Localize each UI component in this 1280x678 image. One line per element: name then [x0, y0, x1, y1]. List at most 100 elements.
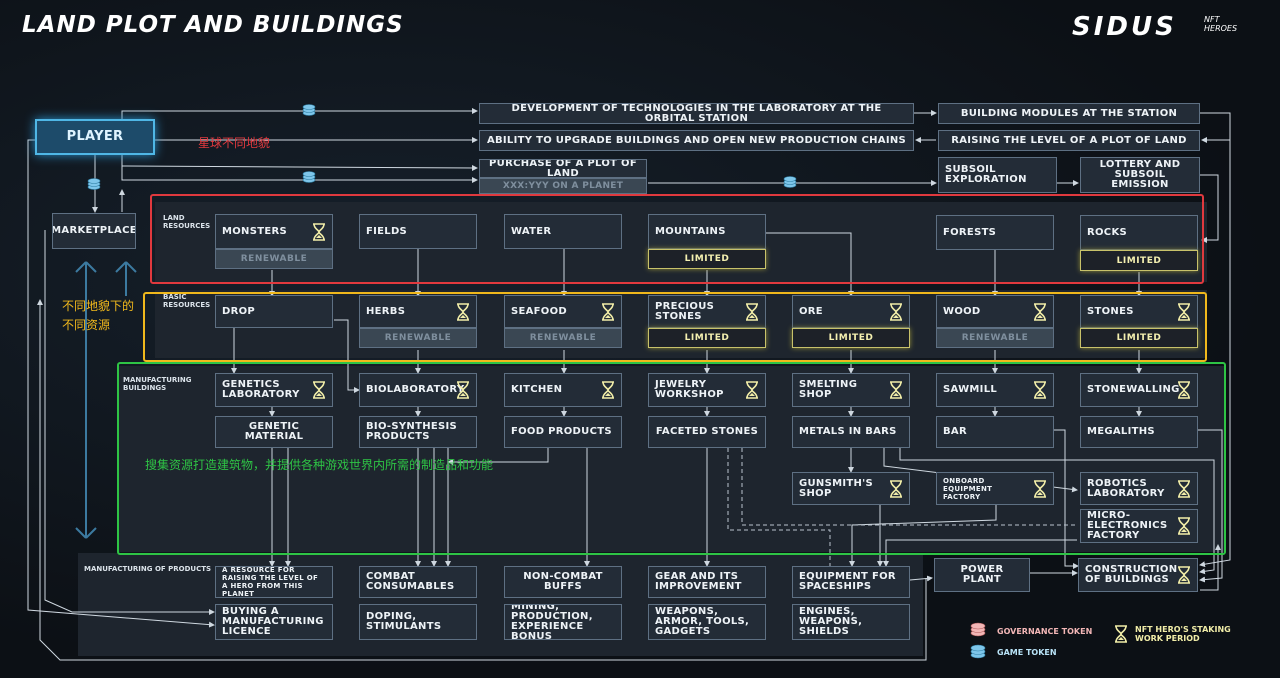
- land-mountains[interactable]: MOUNTAINS: [648, 214, 766, 249]
- output-bar[interactable]: BAR: [936, 416, 1054, 448]
- output-megaliths[interactable]: MEGALITHS: [1080, 416, 1198, 448]
- building-stonewalling[interactable]: STONEWALLING: [1080, 373, 1198, 407]
- construction-of-buildings[interactable]: CONSTRUCTION OF BUILDINGS: [1078, 558, 1198, 592]
- legend-game-token-icon: [970, 644, 986, 659]
- power-plant-box[interactable]: POWER PLANT: [934, 558, 1030, 592]
- building-biolaboratory[interactable]: BIOLABORATORY: [359, 373, 477, 407]
- legend-governance-token-icon: [970, 622, 986, 637]
- note-planet-terrain: 星球不同地貌: [198, 136, 271, 150]
- hourglass-icon: [313, 222, 325, 241]
- wood-renewable-tag: RENEWABLE: [936, 328, 1054, 348]
- note-terrain-resources-2: 不同资源: [62, 318, 111, 332]
- basic-stones[interactable]: STONES: [1080, 295, 1198, 328]
- manufacturing-buildings-label: MANUFACTURING BUILDINGS: [123, 376, 192, 392]
- hourglass-icon: [746, 302, 758, 321]
- hourglass-icon: [457, 302, 469, 321]
- output-metals-in-bars[interactable]: METALS IN BARS: [792, 416, 910, 448]
- subsoil-box[interactable]: SUBSOIL EXPLORATION: [938, 157, 1057, 193]
- building-gunsmiths-shop[interactable]: GUNSMITH'S SHOP: [792, 472, 910, 505]
- mountains-limited-tag: LIMITED: [648, 249, 766, 269]
- construction-label: CONSTRUCTION OF BUILDINGS: [1085, 564, 1178, 585]
- basic-seafood-label: SEAFOOD: [511, 305, 568, 317]
- onboard-factory-label: ONBOARD EQUIPMENT FACTORY: [943, 476, 993, 501]
- basic-stones-label: STONES: [1087, 305, 1134, 317]
- product-combat-consumables[interactable]: COMBAT CONSUMABLES: [359, 566, 477, 598]
- ore-limited-tag: LIMITED: [792, 328, 910, 348]
- hourglass-icon: [602, 302, 614, 321]
- legend-governance-token: GOVERNANCE TOKEN: [997, 627, 1093, 636]
- raising-box[interactable]: RAISING THE LEVEL OF A PLOT OF LAND: [938, 130, 1200, 151]
- basic-resources-panel: [143, 292, 1207, 362]
- game-token-icon: [302, 104, 316, 116]
- hourglass-icon: [746, 381, 758, 399]
- hourglass-icon: [1034, 302, 1046, 321]
- logo-subtitle: NFT HEROES: [1204, 15, 1237, 33]
- land-monsters[interactable]: MONSTERS: [215, 214, 333, 249]
- product-doping[interactable]: DOPING, STIMULANTS: [359, 604, 477, 640]
- basic-herbs[interactable]: HERBS: [359, 295, 477, 328]
- precious-limited-tag: LIMITED: [648, 328, 766, 348]
- building-modules-box[interactable]: BUILDING MODULES AT THE STATION: [938, 103, 1200, 124]
- building-microelectronics-factory[interactable]: MICRO-ELECTRONICS FACTORY: [1080, 509, 1198, 543]
- product-hero-resource[interactable]: A RESOURCE FOR RAISING THE LEVEL OF A HE…: [215, 566, 333, 598]
- hourglass-icon: [457, 381, 469, 399]
- stonewalling-label: STONEWALLING: [1087, 384, 1180, 395]
- hourglass-icon: [890, 302, 902, 321]
- hourglass-icon: [313, 381, 325, 399]
- land-water[interactable]: WATER: [504, 214, 622, 249]
- basic-herbs-label: HERBS: [366, 305, 406, 317]
- player-box[interactable]: PLAYER: [35, 119, 155, 155]
- building-jewelry-workshop[interactable]: JEWELRY WORKSHOP: [648, 373, 766, 407]
- basic-wood[interactable]: WOOD: [936, 295, 1054, 328]
- basic-precious-stones-label: PRECIOUS STONES: [655, 300, 715, 322]
- monsters-renewable-tag: RENEWABLE: [215, 249, 333, 269]
- robotics-lab-label: ROBOTICS LABORATORY: [1087, 477, 1165, 499]
- purchase-box[interactable]: PURCHASE OF A PLOT OF LAND: [479, 159, 647, 178]
- legend-hourglass-icon: [1115, 625, 1127, 643]
- building-onboard-equipment-factory[interactable]: ONBOARD EQUIPMENT FACTORY: [936, 472, 1054, 505]
- genetics-lab-label: GENETICS LABORATORY: [222, 379, 300, 400]
- land-rocks[interactable]: ROCKS: [1080, 215, 1198, 250]
- page-title: LAND PLOT AND BUILDINGS: [22, 12, 404, 38]
- product-spaceship-equipment[interactable]: EQUIPMENT FOR SPACESHIPS: [792, 566, 910, 598]
- product-mining-bonus[interactable]: MINING, PRODUCTION, EXPERIENCE BONUS: [504, 604, 622, 640]
- basic-precious-stones[interactable]: PRECIOUS STONES: [648, 295, 766, 328]
- building-robotics-lab[interactable]: ROBOTICS LABORATORY: [1080, 472, 1198, 505]
- seafood-renewable-tag: RENEWABLE: [504, 328, 622, 348]
- product-buying-licence[interactable]: BUYING A MANUFACTURING LICENCE: [215, 604, 333, 640]
- stones-limited-tag: LIMITED: [1080, 328, 1198, 348]
- output-food-products[interactable]: FOOD PRODUCTS: [504, 416, 622, 448]
- gunsmiths-shop-label: GUNSMITH'S SHOP: [799, 477, 874, 499]
- land-fields[interactable]: FIELDS: [359, 214, 477, 249]
- hourglass-icon: [890, 479, 902, 498]
- logo-sub-nft: NFT: [1204, 15, 1220, 24]
- output-genetic-material[interactable]: GENETIC MATERIAL: [215, 416, 333, 448]
- building-kitchen[interactable]: KITCHEN: [504, 373, 622, 407]
- hourglass-icon: [1034, 479, 1046, 498]
- herbs-renewable-tag: RENEWABLE: [359, 328, 477, 348]
- sidus-logo: SIDUS: [1072, 12, 1177, 42]
- basic-drop[interactable]: DROP: [215, 295, 333, 328]
- biolaboratory-label: BIOLABORATORY: [366, 384, 465, 395]
- game-token-icon: [302, 171, 316, 183]
- logo-sub-heroes: HEROES: [1204, 24, 1238, 33]
- output-bio-synthesis[interactable]: BIO-SYNTHESIS PRODUCTS: [359, 416, 477, 448]
- product-engines-weapons[interactable]: ENGINES, WEAPONS, SHIELDS: [792, 604, 910, 640]
- output-faceted-stones[interactable]: FACETED STONES: [648, 416, 766, 448]
- building-smelting-shop[interactable]: SMELTING SHOP: [792, 373, 910, 407]
- basic-seafood[interactable]: SEAFOOD: [504, 295, 622, 328]
- product-weapons-armor[interactable]: WEAPONS, ARMOR, TOOLS, GADGETS: [648, 604, 766, 640]
- development-box[interactable]: DEVELOPMENT OF TECHNOLOGIES IN THE LABOR…: [479, 103, 914, 124]
- lottery-box[interactable]: LOTTERY AND SUBSOIL EMISSION: [1080, 157, 1200, 193]
- building-genetics-lab[interactable]: GENETICS LABORATORY: [215, 373, 333, 407]
- product-noncombat-buffs[interactable]: NON-COMBAT BUFFS: [504, 566, 622, 598]
- hourglass-icon: [1178, 479, 1190, 498]
- manufacturing-panel: [117, 362, 1226, 555]
- land-forests[interactable]: FORESTS: [936, 215, 1054, 250]
- product-gear[interactable]: GEAR AND ITS IMPROVEMENT: [648, 566, 766, 598]
- marketplace-box[interactable]: MARKETPLACE: [52, 213, 136, 249]
- basic-ore[interactable]: ORE: [792, 295, 910, 328]
- ability-box[interactable]: ABILITY TO UPGRADE BUILDINGS AND OPEN NE…: [479, 130, 914, 151]
- building-sawmill[interactable]: SAWMILL: [936, 373, 1054, 407]
